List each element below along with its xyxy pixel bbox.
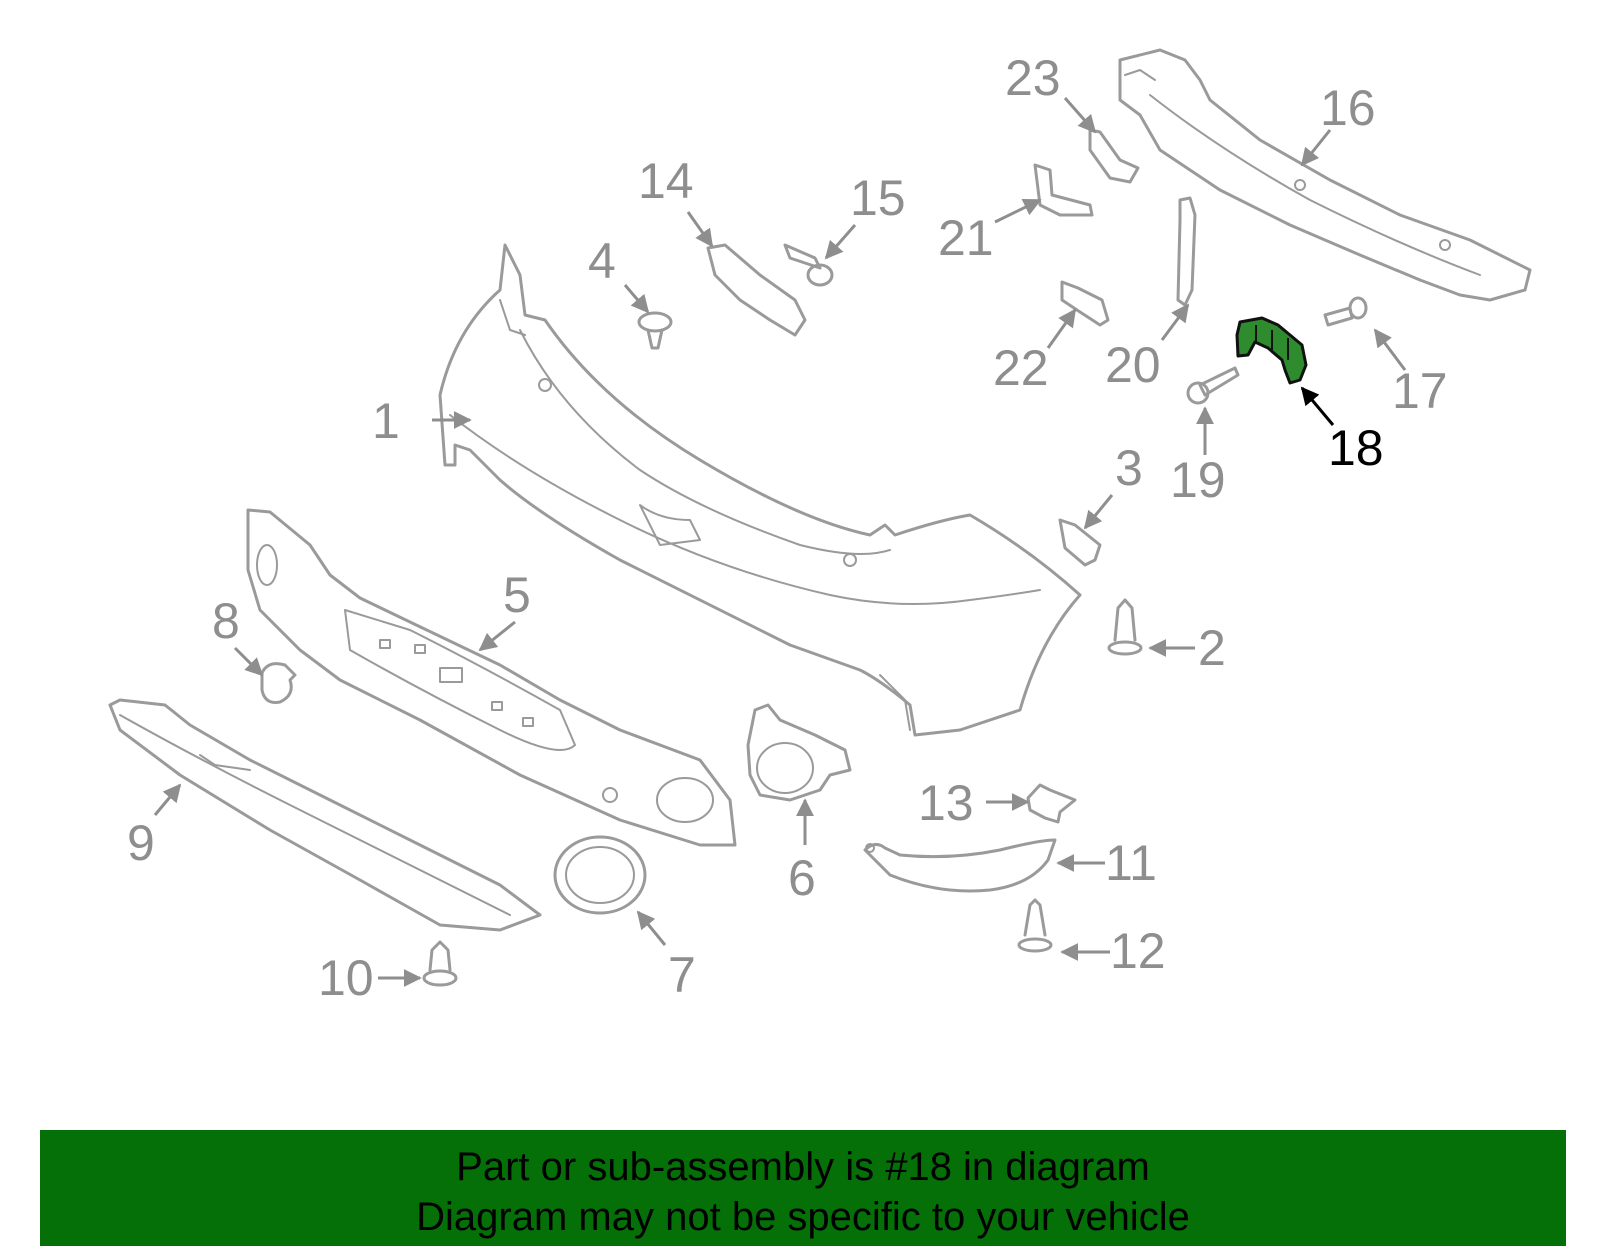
callout-11: 11 bbox=[1105, 835, 1157, 891]
callout-8: 8 bbox=[212, 593, 240, 649]
bolt-15 bbox=[783, 243, 834, 287]
lower-reinforcement bbox=[108, 698, 542, 932]
footer-line-2: Diagram may not be specific to your vehi… bbox=[416, 1195, 1190, 1239]
bracket-22 bbox=[1060, 280, 1110, 327]
callout-22: 22 bbox=[993, 340, 1049, 396]
callout-5: 5 bbox=[503, 567, 531, 623]
bracket-21 bbox=[1033, 163, 1094, 217]
callout-23: 23 bbox=[1005, 50, 1061, 106]
callout-2: 2 bbox=[1198, 620, 1226, 676]
callout-19: 19 bbox=[1170, 452, 1226, 508]
leader-3 bbox=[1083, 494, 1114, 530]
lower-valance bbox=[246, 508, 737, 847]
screw-12 bbox=[1017, 898, 1053, 953]
callout-18: 18 bbox=[1328, 420, 1384, 476]
callout-9: 9 bbox=[127, 815, 155, 871]
callout-7: 7 bbox=[668, 947, 696, 1003]
clip-8 bbox=[260, 662, 297, 704]
bracket-23 bbox=[1088, 128, 1140, 184]
callout-10: 10 bbox=[318, 950, 374, 1006]
reinforcement-beam bbox=[1118, 48, 1532, 302]
leader-20 bbox=[1160, 303, 1190, 341]
callout-17: 17 bbox=[1392, 363, 1448, 419]
callout-21: 21 bbox=[938, 210, 994, 266]
bracket-18-highlighted bbox=[1235, 316, 1308, 385]
screw-2 bbox=[1107, 598, 1143, 656]
fog-bezel bbox=[553, 835, 647, 915]
callout-1: 1 bbox=[372, 393, 400, 449]
bolt-17 bbox=[1323, 296, 1368, 327]
leader-17 bbox=[1373, 328, 1407, 371]
leader-15 bbox=[824, 224, 857, 260]
clip-4 bbox=[637, 311, 673, 350]
callout-3: 3 bbox=[1115, 440, 1143, 496]
leader-14 bbox=[686, 211, 714, 248]
leader-22 bbox=[1046, 308, 1077, 349]
leader-4 bbox=[623, 284, 650, 314]
callout-15: 15 bbox=[850, 170, 906, 226]
reflector-11 bbox=[863, 838, 1057, 893]
callout-4: 4 bbox=[588, 233, 616, 289]
callout-12: 12 bbox=[1110, 923, 1166, 979]
bumper-cover bbox=[438, 243, 1082, 737]
leader-16 bbox=[1300, 129, 1332, 167]
leader-21 bbox=[994, 198, 1042, 224]
bolt-10 bbox=[422, 940, 458, 987]
leader-8 bbox=[233, 646, 264, 677]
callout-6: 6 bbox=[788, 850, 816, 906]
nut-13 bbox=[1026, 783, 1077, 824]
leader-5 bbox=[478, 620, 516, 652]
leader-18 bbox=[1300, 386, 1335, 426]
fog-lamp bbox=[746, 703, 852, 802]
clip-3 bbox=[1058, 518, 1102, 567]
leader-23 bbox=[1063, 97, 1097, 134]
bracket-18-ribs bbox=[1255, 325, 1289, 360]
footer-line-1: Part or sub-assembly is #18 in diagram bbox=[456, 1145, 1150, 1189]
screw-19 bbox=[1186, 366, 1240, 405]
callout-13: 13 bbox=[918, 775, 974, 831]
leader-9 bbox=[153, 783, 182, 816]
footer-banner: Part or sub-assembly is #18 in diagram D… bbox=[40, 1130, 1566, 1246]
bracket-14 bbox=[706, 243, 807, 337]
callout-16: 16 bbox=[1320, 80, 1376, 136]
callout-20: 20 bbox=[1105, 337, 1161, 393]
bracket-20 bbox=[1176, 196, 1197, 307]
callout-14: 14 bbox=[638, 153, 694, 209]
leader-7 bbox=[636, 910, 667, 946]
